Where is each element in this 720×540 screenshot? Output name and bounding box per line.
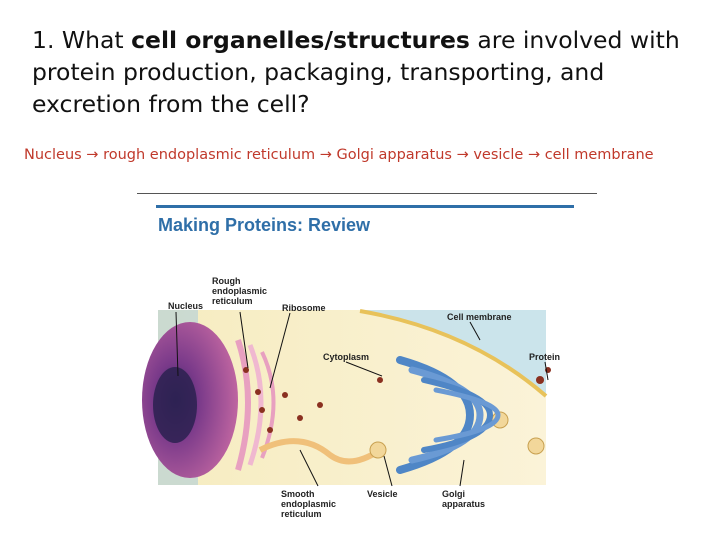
nucleolus xyxy=(153,367,197,443)
label-cell-membrane: Cell membrane xyxy=(447,312,512,322)
label-nucleus: Nucleus xyxy=(168,301,204,311)
label-ribosome: Ribosome xyxy=(282,303,326,313)
question-text: 1. What cell organelles/structures are i… xyxy=(32,24,712,120)
question-suffix: are involved with protein production, pa… xyxy=(32,26,680,118)
label-vesicle: Vesicle xyxy=(367,489,398,499)
cell-membrane-arc xyxy=(360,310,546,395)
answer-text: Nucleus → rough endoplasmic reticulum → … xyxy=(24,147,654,163)
vesicle-3 xyxy=(527,437,545,455)
question-bold: cell organelles/structures xyxy=(131,26,470,54)
divider-line xyxy=(137,193,597,194)
pointer-lines xyxy=(175,311,549,487)
rough-er-2 xyxy=(247,344,264,466)
smooth-er xyxy=(258,438,382,465)
figure-title: Making Proteins: Review xyxy=(158,215,371,235)
label-golgi: Golgi apparatus xyxy=(442,489,486,509)
label-smooth-er: Smooth endoplasmic reticulum xyxy=(281,489,337,519)
rough-er xyxy=(235,339,251,471)
label-protein: Protein xyxy=(529,352,561,362)
vesicle xyxy=(369,441,387,459)
label-rough-er: Rough endoplasmic reticulum xyxy=(212,276,268,306)
cell-membrane-line xyxy=(359,309,548,398)
label-cytoplasm: Cytoplasm xyxy=(323,352,370,362)
figure-title-rule xyxy=(156,205,574,208)
question-prefix: 1. What xyxy=(32,26,132,54)
ribosomes xyxy=(243,367,551,433)
golgi-apparatus xyxy=(396,356,501,474)
